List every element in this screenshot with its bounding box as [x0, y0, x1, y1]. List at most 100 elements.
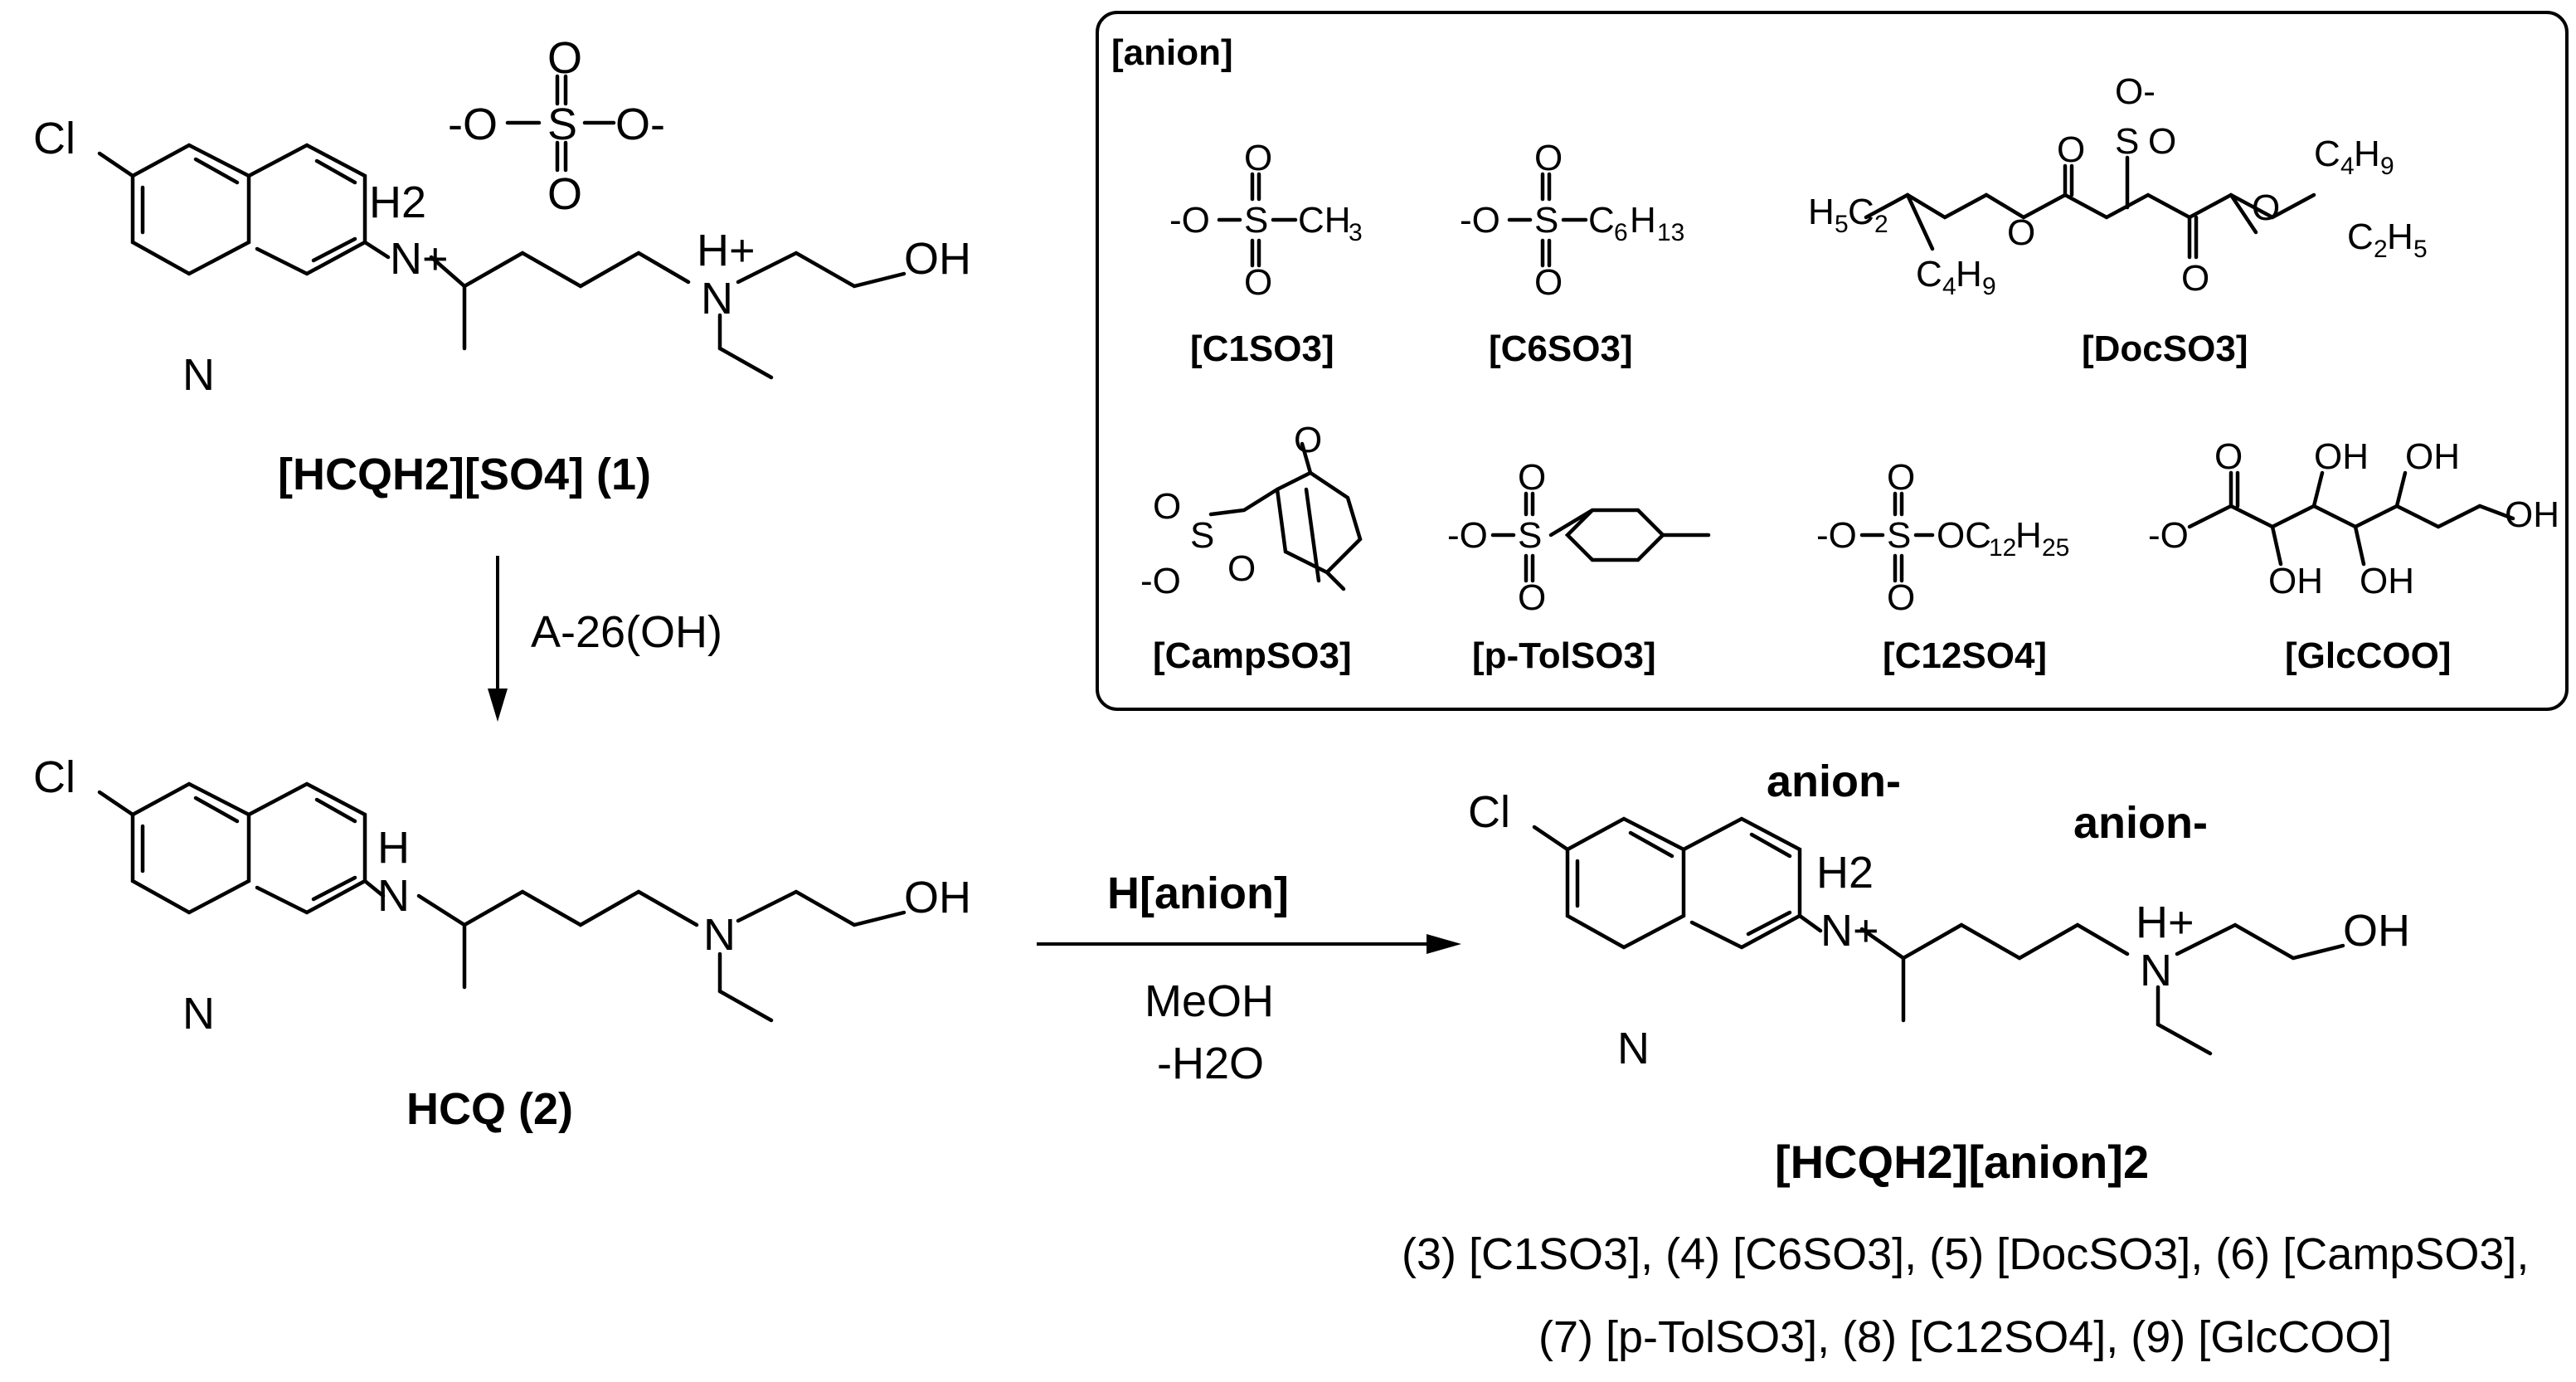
byproduct-water: -H2O [1157, 1039, 1264, 1088]
svg-text:O: O [2181, 258, 2209, 299]
anion-label-docso3: [DocSO3] [2082, 328, 2248, 369]
svg-text:OH: OH [2505, 494, 2559, 535]
svg-text:-O: -O [1169, 200, 1210, 241]
svg-text:25: 25 [2042, 534, 2069, 562]
reagent-a26: A-26(OH) [531, 607, 722, 657]
svg-text:S: S [1518, 515, 1542, 556]
svg-text:5: 5 [1835, 211, 1849, 238]
anion-docso3: H 5 C 2 C 4 H 9 O O S O O- O O C 4 H 9 C… [1808, 71, 2428, 369]
svg-text:-O: -O [1140, 561, 1181, 601]
sulfate-o-left: -O [448, 100, 498, 149]
svg-text:-O: -O [2148, 515, 2189, 556]
atom-cl: Cl [33, 114, 75, 163]
atom-h2: H2 [369, 178, 426, 227]
label-product: [HCQH2][anion]2 [1775, 1136, 2149, 1188]
svg-text:-O: -O [1460, 200, 1500, 241]
atom-nh-n: N [377, 871, 410, 921]
svg-text:C: C [2314, 134, 2340, 174]
anion-label-ptolso3: [p-TolSO3] [1472, 635, 1656, 676]
svg-text:4: 4 [2340, 153, 2355, 180]
atom-n-ring: N [182, 989, 215, 1039]
quinoline-ring-1 [97, 143, 367, 276]
svg-text:-O: -O [1447, 515, 1488, 556]
svg-text:O: O [1887, 577, 1915, 618]
svg-text:S: S [1244, 200, 1268, 241]
sulfate-o-top: O [547, 33, 582, 83]
svg-text:OC: OC [1937, 515, 1991, 556]
atom-h2: H2 [1816, 848, 1874, 898]
atom-n-plus: N+ [1820, 906, 1879, 956]
svg-text:O: O [1534, 138, 1563, 178]
sulfate-o-bottom: O [547, 169, 582, 219]
counterion-2: anion- [2073, 798, 2208, 848]
sulfate-anion: O -O S O- O [448, 33, 665, 219]
svg-text:OH: OH [2314, 436, 2369, 477]
svg-text:O: O [1244, 138, 1272, 178]
counterion-1: anion- [1767, 757, 1901, 806]
svg-text:6: 6 [1614, 219, 1628, 246]
anion-label-campso3: [CampSO3] [1153, 635, 1352, 676]
structure-hcq: Cl N H N N OH HCQ (2) [33, 752, 971, 1134]
anion-label-glccoo: [GlcCOO] [2285, 635, 2451, 676]
svg-text:H: H [1630, 200, 1656, 241]
atom-oh: OH [904, 234, 971, 284]
svg-text:9: 9 [2380, 153, 2394, 180]
svg-text:S: S [2115, 121, 2139, 162]
anion-c1so3: O -O S CH 3 O [C1SO3] [1169, 138, 1363, 369]
svg-text:O: O [1153, 486, 1181, 527]
svg-text:OH: OH [2360, 561, 2414, 601]
atom-h-plus: H+ [2136, 898, 2194, 947]
atom-n-ring: N [182, 350, 215, 400]
svg-text:O: O [2252, 187, 2280, 228]
svg-text:O: O [1227, 548, 1256, 589]
svg-text:12: 12 [1989, 534, 2016, 562]
svg-text:S: S [1190, 515, 1214, 556]
svg-text:OH: OH [2268, 561, 2323, 601]
svg-text:2: 2 [2374, 236, 2388, 263]
atom-cl: Cl [33, 752, 75, 802]
atom-nh-h: H [377, 823, 410, 873]
svg-text:H: H [2015, 515, 2042, 556]
arrow-step-2: H[anion] MeOH -H2O [1037, 869, 1461, 1088]
svg-text:O: O [2057, 129, 2085, 170]
atom-n-ring: N [1617, 1024, 1650, 1073]
anion-box: [anion] O -O S CH 3 O [C1SO3] O -O [1096, 11, 2569, 711]
label-compound-2: HCQ (2) [406, 1084, 573, 1134]
svg-text:H: H [2354, 134, 2380, 174]
atom-n-plus: N+ [390, 234, 449, 284]
svg-text:O-: O- [2115, 71, 2156, 112]
atom-cl: Cl [1468, 787, 1510, 837]
anion-c12so4: O -O S OC 12 H 25 O [C12SO4] [1816, 457, 2069, 676]
anion-ptolso3: O -O S O [p-TolSO3] [1447, 457, 1711, 676]
structure-hcqh2-so4: Cl N H2 N+ H+ N OH O -O S O- O [HCQH2][S… [33, 33, 971, 499]
anion-box-title: [anion] [1111, 32, 1233, 73]
anion-c6so3: O -O S C 6 H 13 O [C6SO3] [1460, 138, 1684, 369]
structure-product: Cl N H2 N+ H+ N OH anion- anion- [HCQH2]… [1402, 757, 2529, 1362]
svg-text:H: H [1956, 254, 1982, 294]
product-list-line1: (3) [C1SO3], (4) [C6SO3], (5) [DocSO3], … [1402, 1229, 2529, 1279]
label-compound-1: [HCQH2][SO4] (1) [278, 450, 651, 499]
arrow-step-1: A-26(OH) [488, 556, 722, 722]
svg-text:C: C [1848, 192, 1874, 232]
svg-text:9: 9 [1982, 273, 1996, 300]
svg-text:O: O [2214, 436, 2243, 477]
reagent-h-anion: H[anion] [1107, 869, 1289, 918]
svg-text:S: S [1534, 200, 1558, 241]
sulfate-o-right: O- [615, 100, 665, 149]
product-list-line2: (7) [p-TolSO3], (8) [C12SO4], (9) [GlcCO… [1538, 1312, 2392, 1362]
side-chain-1 [362, 240, 391, 260]
svg-text:CH: CH [1298, 200, 1351, 241]
anion-label-c6so3: [C6SO3] [1489, 328, 1633, 369]
anion-label-c1so3: [C1SO3] [1190, 328, 1334, 369]
svg-text:O: O [2148, 121, 2176, 162]
svg-text:O: O [2007, 212, 2035, 253]
atom-oh: OH [904, 873, 971, 922]
atom-n-amine: N [703, 910, 736, 960]
svg-text:S: S [1887, 515, 1911, 556]
svg-text:O: O [1244, 262, 1272, 303]
sulfate-s: S [547, 100, 577, 149]
svg-text:H: H [2387, 217, 2413, 257]
svg-text:4: 4 [1942, 273, 1956, 300]
anion-glccoo: O -O OH OH OH OH OH [GlcCOO] [2148, 436, 2559, 676]
